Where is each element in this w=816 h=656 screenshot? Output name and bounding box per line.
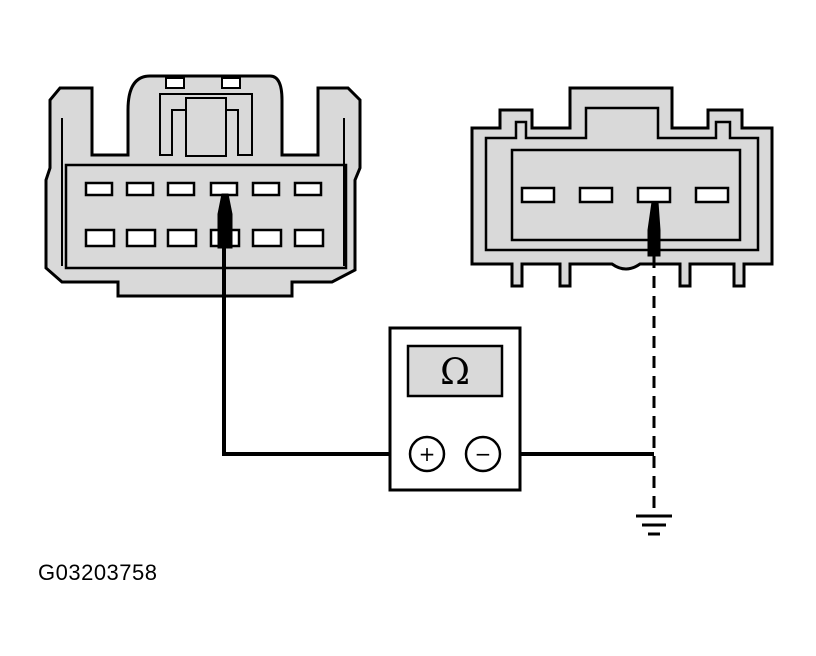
left-connector xyxy=(44,74,362,298)
positive-lead-wire xyxy=(222,248,410,456)
pin-cavity xyxy=(166,228,198,248)
pin-cavity xyxy=(251,181,281,197)
pin-cavity xyxy=(251,228,283,248)
positive-terminal xyxy=(408,435,446,473)
left-probe xyxy=(217,193,233,249)
pin-cavity xyxy=(520,186,556,204)
right-connector-pins xyxy=(520,186,730,204)
left-connector-latch xyxy=(159,93,253,156)
latch-slot-right xyxy=(221,77,241,89)
right-probe xyxy=(647,201,661,257)
pin-cavity xyxy=(84,228,116,248)
negative-terminal-label: − xyxy=(475,442,492,466)
positive-terminal-label: + xyxy=(419,442,436,466)
negative-terminal xyxy=(464,435,502,473)
ohmmeter-display xyxy=(406,344,504,398)
latch-slot-left xyxy=(165,77,185,89)
pin-cavity xyxy=(293,228,325,248)
left-connector-face xyxy=(64,163,348,270)
probe-tip-icon xyxy=(647,201,661,257)
pin-cavity xyxy=(209,181,239,197)
right-connector xyxy=(470,86,774,288)
ground-symbol-icon xyxy=(636,514,672,536)
ohmmeter-icon: Ω + − xyxy=(388,326,522,492)
pin-cavity xyxy=(694,186,730,204)
pin-cavity xyxy=(84,181,114,197)
pin-cavity xyxy=(125,228,157,248)
probe-tip-icon xyxy=(217,193,233,249)
right-connector-face xyxy=(510,148,742,242)
pin-cavity xyxy=(578,186,614,204)
ohmmeter-display-symbol: Ω xyxy=(440,352,470,393)
latch-center xyxy=(185,97,227,157)
pin-cavity xyxy=(166,181,196,197)
pin-cavity xyxy=(293,181,323,197)
left-connector-top-pins xyxy=(84,181,323,197)
figure-id: G03203758 xyxy=(38,560,158,585)
pin-cavity xyxy=(636,186,672,204)
pin-cavity xyxy=(125,181,155,197)
